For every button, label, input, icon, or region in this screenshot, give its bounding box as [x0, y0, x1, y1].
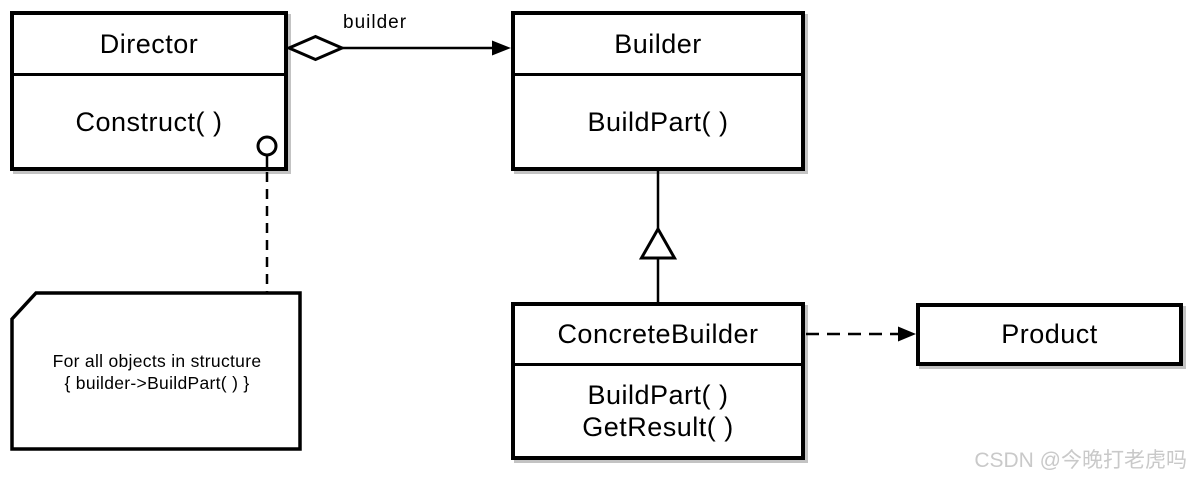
class-title-builder: Builder — [614, 28, 702, 59]
method-buildpart: BuildPart( ) — [587, 380, 729, 410]
class-title-product: Product — [1001, 319, 1098, 349]
class-box-director: Director Construct( ) — [10, 11, 288, 171]
class-methods-concrete-builder: BuildPart( ) GetResult( ) — [515, 363, 801, 456]
class-box-concrete-builder: ConcreteBuilder BuildPart( ) GetResult( … — [511, 302, 805, 460]
class-box-builder: Builder BuildPart( ) — [511, 11, 805, 171]
class-methods-builder: BuildPart( ) — [515, 73, 801, 167]
class-title-director: Director — [99, 28, 199, 59]
watermark: CSDN @今晚打老虎吗 — [974, 449, 1187, 472]
method-construct: Construct( ) — [75, 106, 223, 137]
note-line-1: For all objects in structure — [52, 350, 262, 371]
dependency-arrowhead-icon — [898, 326, 916, 342]
class-title-concrete-builder: ConcreteBuilder — [557, 319, 759, 349]
note-text: For all objects in structure { builder->… — [12, 293, 302, 450]
inheritance-triangle-icon — [638, 225, 678, 260]
class-methods-director: Construct( ) — [14, 73, 284, 167]
method-buildpart: BuildPart( ) — [587, 106, 729, 137]
aggregation-label: builder — [343, 12, 408, 33]
aggregation-diamond-icon — [285, 34, 346, 62]
class-box-product: Product — [916, 303, 1183, 366]
method-getresult: GetResult( ) — [582, 412, 734, 442]
note-line-2: { builder->BuildPart( ) } — [64, 372, 250, 393]
aggregation-arrowhead-icon — [492, 40, 511, 56]
